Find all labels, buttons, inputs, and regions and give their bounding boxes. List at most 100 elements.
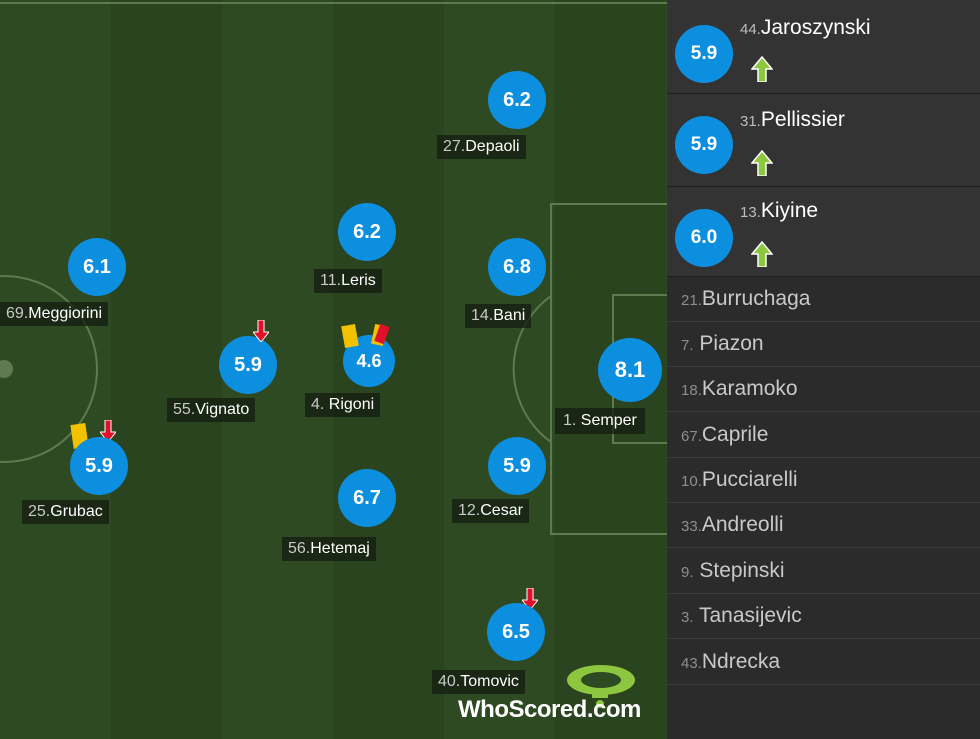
unused-sub-label: 43.Ndrecka (681, 650, 780, 674)
player-name-label: 69.Meggiorini (0, 302, 109, 326)
second-yellow-card-icon (341, 323, 390, 349)
player-name: Rigoni (328, 396, 375, 413)
player-name-label: 4. Rigoni (305, 393, 381, 417)
rating-badge: 8.1 (598, 338, 662, 402)
player-number: 31. (740, 113, 761, 130)
player-rigoni[interactable]: 4.6 4. Rigoni (305, 321, 425, 421)
player-name: Grubac (50, 503, 103, 520)
player-number: 55. (173, 401, 196, 418)
unused-sub-label: 10.Pucciarelli (681, 468, 798, 492)
player-number: 33. (681, 518, 702, 535)
rating-badge: 5.9 (675, 116, 733, 174)
rating-badge: 6.5 (487, 603, 545, 661)
player-number: 21. (681, 292, 702, 309)
pitch: 6.2 27.Depaoli 6.1 69.Meggiorini 6.2 11.… (0, 0, 667, 739)
unused-sub-row[interactable]: 18.Karamoko (667, 367, 980, 412)
player-leris[interactable]: 6.2 11.Leris (314, 203, 434, 303)
player-tomovic[interactable]: 6.5 40.Tomovic (432, 588, 552, 694)
player-hetemaj[interactable]: 6.7 56.Hetemaj (282, 469, 402, 569)
player-name-label: 40.Tomovic (432, 670, 525, 694)
unused-sub-label: 3. Tanasijevic (681, 604, 802, 628)
player-name: Vignato (195, 401, 250, 418)
rating-badge: 5.9 (675, 25, 733, 83)
player-name: Bani (493, 307, 526, 324)
unused-sub-row[interactable]: 67.Caprile (667, 413, 980, 458)
player-cesar[interactable]: 5.9 12.Cesar (452, 437, 572, 537)
player-name: Andreolli (701, 513, 784, 536)
substitute-row[interactable]: 5.9 31.Pellissier (667, 94, 980, 187)
rating-badge: 6.2 (488, 71, 546, 129)
player-number: 13. (740, 204, 761, 221)
substitute-name-label: 44.Jaroszynski (740, 16, 871, 40)
unused-sub-row[interactable]: 7. Piazon (667, 322, 980, 367)
player-number: 12. (458, 502, 481, 519)
player-number: 1. (563, 412, 577, 429)
unused-sub-row[interactable]: 10.Pucciarelli (667, 458, 980, 503)
player-name: Meggiorini (28, 305, 103, 322)
player-number: 11. (320, 272, 342, 289)
arrow-up-icon (751, 241, 773, 267)
rating-badge: 5.9 (219, 336, 277, 394)
whoscored-logo: WhoScored.com (456, 662, 662, 732)
player-semper[interactable]: 8.1 1. Semper (555, 338, 667, 438)
pitch-markings (0, 2, 667, 535)
arrow-up-icon (751, 56, 773, 82)
unused-sub-label: 7. Piazon (681, 332, 764, 356)
unused-sub-label: 67.Caprile (681, 423, 768, 447)
unused-sub-row[interactable]: 3. Tanasijevic (667, 594, 980, 639)
unused-sub-row[interactable]: 33.Andreolli (667, 503, 980, 548)
player-name: Depaoli (465, 138, 520, 155)
player-vignato[interactable]: 5.9 55.Vignato (167, 320, 287, 422)
player-number: 14. (471, 307, 494, 324)
logo-brand: WhoScored (458, 696, 587, 723)
player-name: Leris (341, 272, 376, 289)
rating-badge: 6.7 (338, 469, 396, 527)
unused-sub-row[interactable]: 43.Ndrecka (667, 640, 980, 685)
unused-sub-label: 9. Stepinski (681, 559, 785, 583)
substitute-name-label: 31.Pellissier (740, 108, 845, 132)
player-number: 69. (6, 305, 29, 322)
player-name-label: 1. Semper (555, 408, 645, 434)
substitute-name-label: 13.Kiyine (740, 199, 818, 223)
player-number: 40. (438, 673, 461, 690)
player-name: Piazon (699, 332, 764, 355)
player-name: Karamoko (701, 377, 798, 400)
arrow-down-icon (100, 420, 116, 442)
rating-badge: 6.1 (68, 238, 126, 296)
player-meggiorini[interactable]: 6.1 69.Meggiorini (0, 238, 126, 338)
substitute-row[interactable]: 5.9 44.Jaroszynski (667, 0, 980, 94)
player-name: Caprile (701, 423, 769, 446)
question-mark-logo-icon (567, 665, 635, 708)
player-number: 43. (681, 655, 702, 672)
player-name-label: 55.Vignato (167, 398, 256, 422)
bench-panel: 5.9 44.Jaroszynski 5.9 31.Pellissier 6.0… (667, 0, 980, 739)
logo-suffix: .com (586, 696, 642, 723)
player-number: 9. (681, 564, 694, 581)
unused-sub-label: 33.Andreolli (681, 513, 784, 537)
unused-sub-row[interactable]: 9. Stepinski (667, 549, 980, 594)
player-name: Burruchaga (701, 287, 811, 310)
arrow-down-icon (253, 320, 269, 342)
player-name: Semper (580, 412, 637, 429)
rating-badge: 6.8 (488, 238, 546, 296)
player-name-label: 12.Cesar (452, 499, 529, 523)
player-name: Cesar (480, 502, 523, 519)
unused-sub-row[interactable]: 21.Burruchaga (667, 277, 980, 322)
player-name: Hetemaj (310, 540, 370, 557)
player-grubac[interactable]: 5.9 25.Grubac (22, 420, 142, 524)
player-number: 3. (681, 609, 694, 626)
player-number: 4. (311, 396, 325, 413)
player-name: Pellissier (760, 108, 845, 131)
player-name-label: 56.Hetemaj (282, 537, 376, 561)
player-number: 44. (740, 21, 761, 38)
rating-badge: 6.2 (338, 203, 396, 261)
player-name: Pucciarelli (701, 468, 798, 491)
player-name-label: 14.Bani (465, 304, 532, 328)
substitute-row[interactable]: 6.0 13.Kiyine (667, 187, 980, 277)
player-name: Stepinski (699, 559, 785, 582)
player-depaoli[interactable]: 6.2 27.Depaoli (437, 71, 557, 171)
unused-sub-label: 18.Karamoko (681, 377, 798, 401)
player-bani[interactable]: 6.8 14.Bani (465, 238, 585, 338)
player-name-label: 27.Depaoli (437, 135, 526, 159)
player-name: Tomovic (460, 673, 519, 690)
